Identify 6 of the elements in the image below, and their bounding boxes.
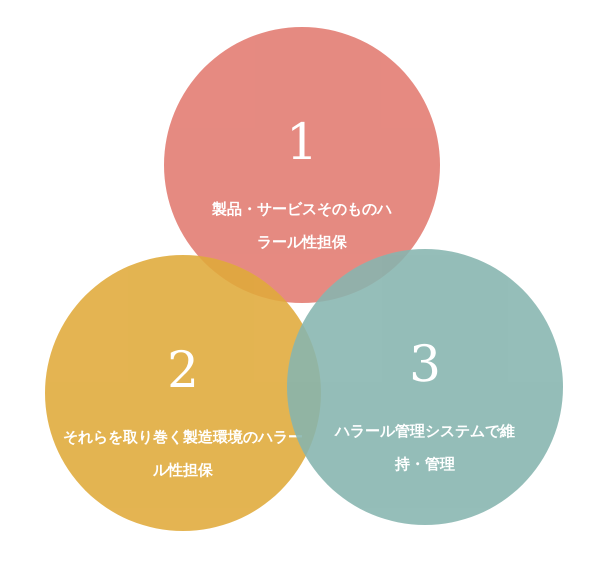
circle-number: 1 (286, 117, 318, 167)
circle-number: 3 (409, 339, 441, 389)
circle-text: 製品・サービスそのものハラール性担保 (211, 199, 393, 253)
circle-text: ハラール管理システムで維持・管理 (333, 421, 516, 475)
circle-number: 2 (167, 345, 199, 395)
circle-text: それらを取り巻く製造環境のハラール性担保 (63, 427, 303, 481)
